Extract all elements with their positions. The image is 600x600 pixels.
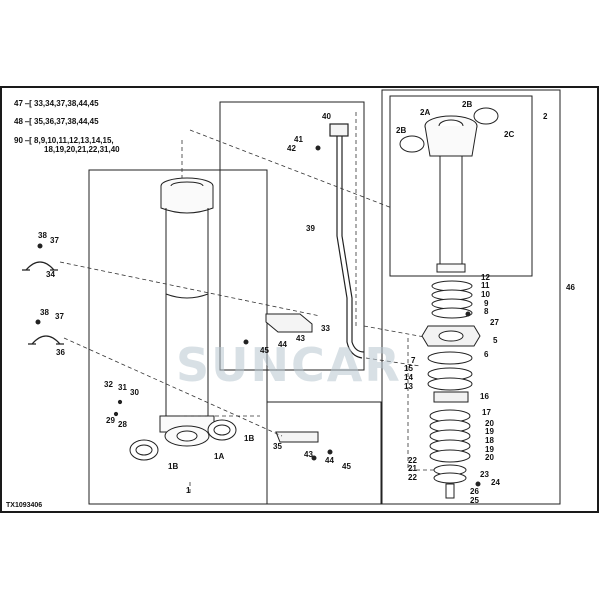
label-45a: 45 <box>260 346 269 355</box>
label-9: 9 <box>484 299 489 308</box>
label-20a: 20 <box>485 419 494 428</box>
label-35: 35 <box>273 442 282 451</box>
pipe-box <box>219 101 365 371</box>
label-25: 25 <box>470 496 479 505</box>
label-6: 6 <box>484 350 489 359</box>
seal-stack <box>421 280 481 499</box>
label-2: 2 <box>543 112 548 121</box>
label-20b: 20 <box>485 453 494 462</box>
label-29: 29 <box>106 416 115 425</box>
label-2b-top: 2B <box>462 100 473 109</box>
label-24: 24 <box>491 478 500 487</box>
legend-item-48: 48 ⎯[ 35,36,37,38,44,45 <box>14 117 99 126</box>
diagram-frame: 47 ⎯[ 33,34,37,38,44,45 48 ⎯[ 35,36,37,3… <box>0 86 600 514</box>
label-1b-right: 1B <box>244 434 255 443</box>
label-27: 27 <box>490 318 499 327</box>
label-15: 15 <box>404 364 413 373</box>
clamps <box>22 261 64 345</box>
outer-border <box>0 86 599 513</box>
label-40: 40 <box>322 112 331 121</box>
label-2c: 2C <box>504 130 515 139</box>
label-1: 1 <box>186 486 191 495</box>
label-12: 12 <box>481 273 490 282</box>
cylinder-barrel <box>160 177 214 421</box>
label-11: 11 <box>481 281 490 290</box>
bushings-1b <box>129 419 237 461</box>
label-36: 36 <box>56 348 65 357</box>
label-22b: 22 <box>408 473 417 482</box>
label-7: 7 <box>411 356 416 365</box>
hydraulic-pipe <box>329 123 365 359</box>
label-23: 23 <box>480 470 489 479</box>
label-14: 14 <box>404 373 413 382</box>
piston-rod <box>399 107 499 273</box>
label-30: 30 <box>130 388 139 397</box>
label-43b: 43 <box>304 450 313 459</box>
label-17: 17 <box>482 408 491 417</box>
label-10: 10 <box>481 290 490 299</box>
label-16: 16 <box>480 392 489 401</box>
label-32: 32 <box>104 380 113 389</box>
label-45b: 45 <box>342 462 351 471</box>
rod-inner-box <box>389 95 533 277</box>
fasteners <box>35 145 481 487</box>
diagram-id: TX1093406 <box>6 502 43 509</box>
legend-item-47: 47 ⎯[ 33,34,37,38,44,45 <box>14 99 99 108</box>
brackets <box>265 313 319 443</box>
label-28: 28 <box>118 420 127 429</box>
label-38a: 38 <box>38 231 47 240</box>
legend-item-90: 90 ⎯[ 8,9,10,11,12,13,14,15, <box>14 136 114 145</box>
label-8: 8 <box>484 307 489 316</box>
label-22a: 22 <box>408 456 417 465</box>
label-41: 41 <box>294 135 303 144</box>
label-37a: 37 <box>50 236 59 245</box>
label-21: 21 <box>408 464 417 473</box>
label-2b-left: 2B <box>396 126 407 135</box>
label-44a: 44 <box>278 340 287 349</box>
label-5: 5 <box>493 336 498 345</box>
watermark: SUNCAR <box>176 338 402 392</box>
label-44b: 44 <box>325 456 334 465</box>
label-19b: 19 <box>485 445 494 454</box>
label-18: 18 <box>485 436 494 445</box>
label-13: 13 <box>404 382 413 391</box>
label-42: 42 <box>287 144 296 153</box>
label-33: 33 <box>321 324 330 333</box>
label-1a: 1A <box>214 452 225 461</box>
label-37b: 37 <box>55 312 64 321</box>
label-2a: 2A <box>420 108 431 117</box>
bracket-box <box>266 401 382 505</box>
parts-diagram <box>0 86 599 513</box>
cylinder-end <box>159 415 215 447</box>
legend-item-90-cont: 18,19,20,21,22,31,40 <box>44 145 120 154</box>
label-34: 34 <box>46 270 55 279</box>
label-39: 39 <box>306 224 315 233</box>
label-38b: 38 <box>40 308 49 317</box>
label-43a: 43 <box>296 334 305 343</box>
label-1b-left: 1B <box>168 462 179 471</box>
rod-group-box <box>381 89 561 505</box>
label-46: 46 <box>566 283 575 292</box>
cylinder-box <box>88 169 268 505</box>
label-19a: 19 <box>485 427 494 436</box>
label-26: 26 <box>470 487 479 496</box>
dashed-leaders <box>59 112 450 494</box>
label-31: 31 <box>118 383 127 392</box>
